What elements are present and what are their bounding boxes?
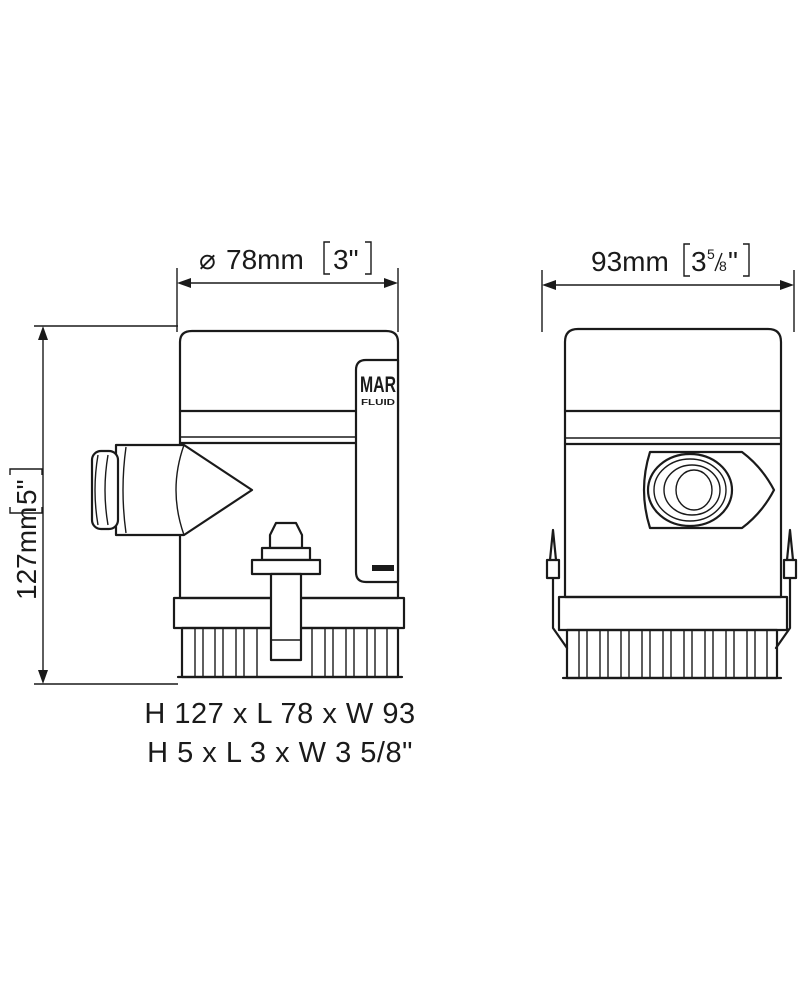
side-width-inch-mark: " bbox=[728, 246, 738, 277]
side-width-fraction-denominator: 8 bbox=[719, 258, 727, 274]
rating-label bbox=[372, 565, 394, 571]
side-width-whole: 3 bbox=[691, 246, 707, 277]
side-width-fraction-numerator: 5 bbox=[707, 246, 715, 262]
side-width-dimension: 93mm 3 5 8 " bbox=[541, 243, 795, 332]
logo-text: FLUID bbox=[361, 398, 395, 407]
front-width-imperial: 3" bbox=[333, 244, 359, 275]
side-width-metric: 93mm bbox=[591, 246, 669, 277]
diameter-symbol: ⌀ bbox=[199, 244, 216, 275]
height-dimension: 127mm 5" bbox=[9, 325, 178, 685]
side-view: 93mm 3 5 8 " bbox=[541, 243, 798, 680]
dimension-summary-imperial: H 5 x L 3 x W 3 5/8" bbox=[147, 737, 413, 769]
height-imperial: 5" bbox=[11, 479, 42, 505]
side-outlet-port bbox=[642, 450, 776, 530]
front-outlet-port bbox=[90, 443, 254, 537]
side-pump-body bbox=[545, 327, 798, 680]
logo-mark: MAR bbox=[360, 372, 396, 397]
front-pump-body: MAR FLUID bbox=[172, 329, 406, 679]
dimension-summary-metric: H 127 x L 78 x W 93 bbox=[144, 698, 416, 730]
front-width-metric: 78mm bbox=[226, 244, 304, 275]
front-view: ⌀ 78mm 3" 127mm 5" bbox=[9, 241, 406, 685]
front-width-dimension: ⌀ 78mm 3" bbox=[176, 241, 399, 332]
height-metric: 127mm bbox=[11, 507, 42, 600]
